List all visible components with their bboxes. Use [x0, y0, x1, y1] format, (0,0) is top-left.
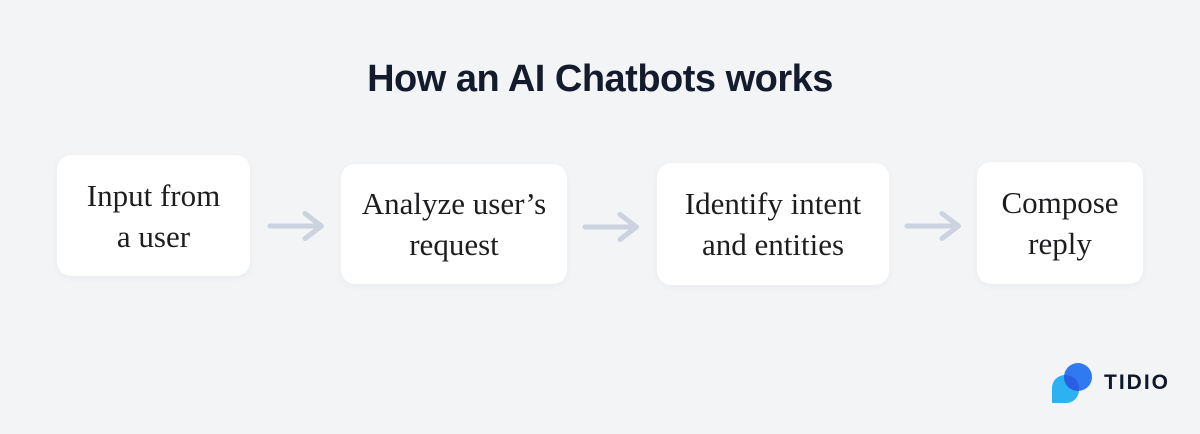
arrow-right-icon — [582, 212, 639, 242]
step-label-line: and entities — [701, 227, 845, 262]
step-label-line: request — [409, 227, 499, 262]
arrow-right-icon — [904, 211, 961, 241]
step-label-line: Analyze user’s — [361, 186, 547, 221]
step-card-compose-reply: Compose reply — [977, 162, 1143, 284]
arrow-right-icon — [267, 211, 324, 241]
page-title: How an AI Chatbots works — [367, 58, 833, 100]
step-card-input-from-user: Input from a user — [57, 155, 250, 276]
step-card-analyze-request: Analyze user’s request — [341, 164, 567, 284]
step-label-line: Compose — [1001, 185, 1119, 220]
tidio-logo-icon — [1052, 363, 1092, 403]
tidio-logo: TIDIO — [1051, 362, 1170, 404]
step-card-identify-intent: Identify intent and entities — [657, 163, 889, 285]
step-label-line: Identify intent — [684, 186, 862, 221]
step-label-line: Input from — [86, 177, 221, 213]
step-label-line: a user — [116, 218, 191, 254]
brand-name: TIDIO — [1104, 371, 1170, 394]
step-label-line: reply — [1028, 226, 1092, 261]
